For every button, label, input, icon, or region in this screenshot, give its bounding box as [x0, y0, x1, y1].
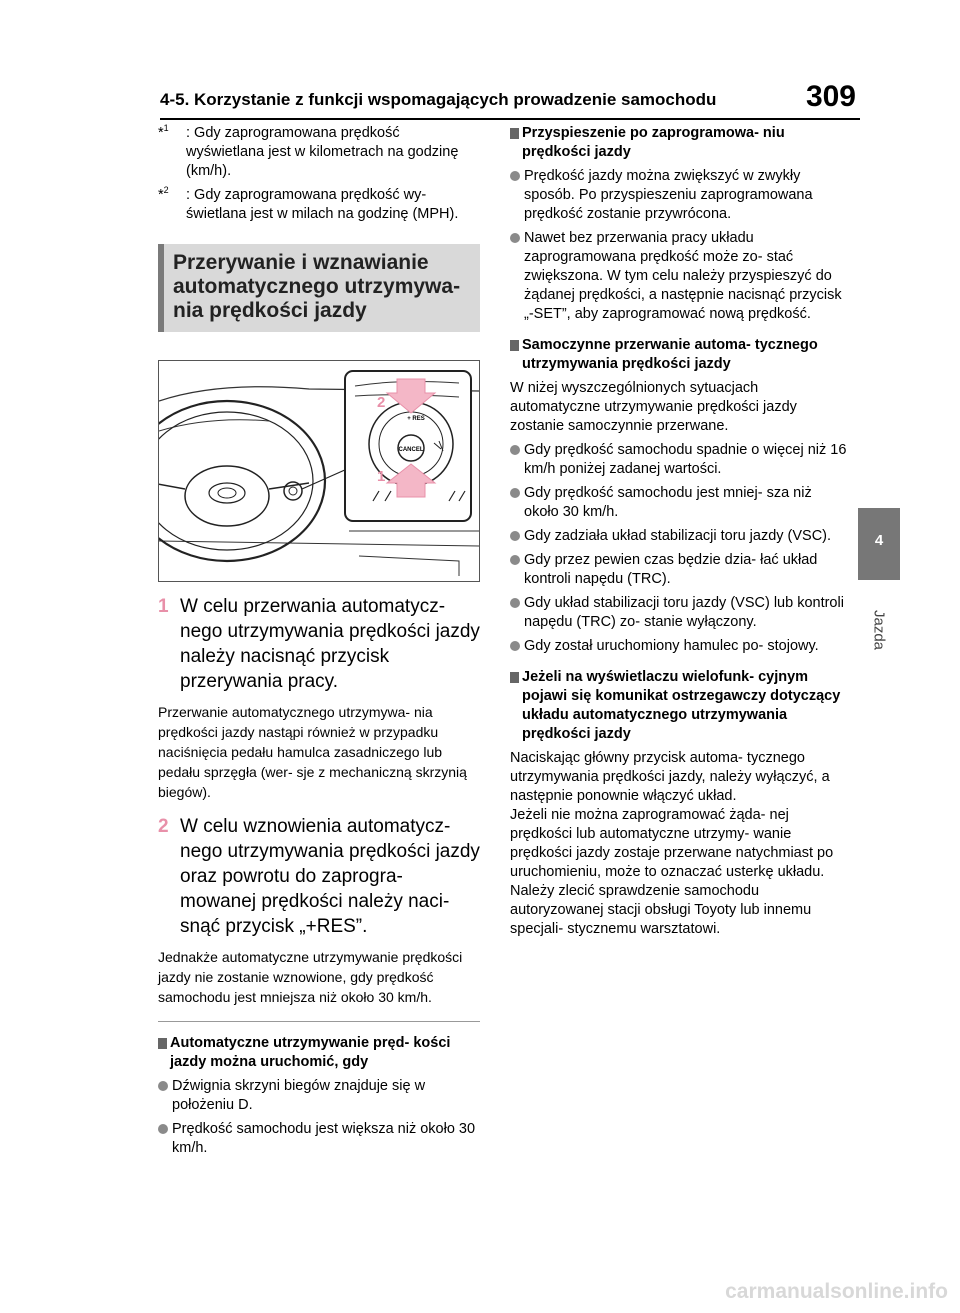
footnote-mark: *1 [158, 123, 169, 141]
section-divider [158, 1021, 480, 1022]
step: 2 W celu wznowienia automatycz- nego utr… [158, 814, 480, 939]
subheading: Samoczynne przerwanie automa- tycznego u… [510, 336, 850, 374]
section-title: Przerywanie i wznawianie automatycznego … [173, 251, 461, 322]
paragraph: Naciskając główny przycisk automa- tyczn… [510, 750, 830, 804]
steering-wheel-drawing: CANCEL + RES 2 1 [159, 370, 479, 576]
right-column: Przyspieszenie po zaprogramowa- niu pręd… [510, 124, 850, 939]
square-bullet-icon [510, 340, 519, 351]
footnote-mark: *2 [158, 185, 169, 203]
page-header: 4-5. Korzystanie z funkcji wspomagającyc… [160, 80, 860, 124]
cancel-button-label: CANCEL [399, 447, 424, 453]
header-rule [160, 118, 860, 120]
left-column: *1 : Gdy zaprogramowana prędkość wyświet… [158, 124, 480, 1158]
step-number: 2 [158, 816, 169, 837]
square-bullet-icon [510, 672, 519, 683]
circle-bullet-icon [510, 445, 520, 455]
footnote-text: : Gdy zaprogramowana prędkość wyświetlan… [186, 125, 459, 179]
arrow-up-icon [385, 463, 437, 498]
chapter-tab[interactable]: 4 [858, 508, 900, 580]
square-bullet-icon [158, 1038, 167, 1049]
callout-1: 1 [377, 468, 385, 485]
callout-2: 2 [377, 394, 385, 411]
footnote: *1 : Gdy zaprogramowana prędkość wyświet… [158, 124, 480, 181]
subheading: Przyspieszenie po zaprogramowa- niu pręd… [510, 124, 850, 162]
step-number: 1 [158, 596, 169, 617]
step-note: Jednakże automatyczne utrzymywanie prędk… [158, 949, 463, 1005]
subheading: Automatyczne utrzymywanie pręd- kości ja… [158, 1034, 480, 1072]
circle-bullet-icon [510, 555, 520, 565]
section-heading-box: Przerywanie i wznawianie automatycznego … [158, 244, 480, 332]
chapter-title: 4-5. Korzystanie z funkcji wspomagającyc… [160, 90, 717, 109]
circle-bullet-icon [158, 1081, 168, 1091]
watermark[interactable]: carmanualsonline.info [725, 1280, 948, 1303]
circle-bullet-icon [510, 641, 520, 651]
circle-bullet-icon [510, 531, 520, 541]
list-item: Prędkość jazdy można zwiększyć w zwykły … [510, 167, 850, 224]
list-item: Gdy prędkość samochodu spadnie o więcej … [510, 441, 850, 479]
step: 1 W celu przerwania automatycz- nego utr… [158, 594, 480, 694]
list-item: Dźwignia skrzyni biegów znajduje się w p… [158, 1077, 480, 1115]
circle-bullet-icon [510, 171, 520, 181]
footnote: *2 : Gdy zaprogramowana prędkość wy- świ… [158, 186, 480, 224]
paragraph: Jeżeli nie można zaprogramować żąda- nej… [510, 807, 834, 937]
list-item: Nawet bez przerwania pracy układu zaprog… [510, 229, 850, 324]
circle-bullet-icon [510, 598, 520, 608]
list-item: Gdy zadziała układ stabilizacji toru jaz… [510, 527, 850, 546]
list-item: Gdy układ stabilizacji toru jazdy (VSC) … [510, 594, 850, 632]
chapter-tab-label-wrap: Jazda [862, 600, 896, 660]
paragraph: W niżej wyszczególnionych sytuacjach aut… [510, 380, 797, 434]
chapter-tab-label: Jazda [870, 609, 888, 651]
res-button-label: + RES [407, 416, 425, 422]
step-text: W celu przerwania automatycz- nego utrzy… [180, 596, 480, 692]
footnote-text: : Gdy zaprogramowana prędkość wy- świetl… [186, 187, 459, 222]
page-number: 309 [805, 80, 856, 113]
circle-bullet-icon [510, 233, 520, 243]
step-text: W celu wznowienia automatycz- nego utrzy… [180, 816, 480, 937]
square-bullet-icon [510, 128, 519, 139]
arrow-down-icon [385, 378, 437, 414]
list-item: Gdy przez pewien czas będzie dzia- łać u… [510, 551, 850, 589]
step-note: Przerwanie automatycznego utrzymywa- nia… [158, 704, 467, 800]
list-item: Gdy prędkość samochodu jest mniej- sza n… [510, 484, 850, 522]
list-item: Gdy został uruchomiony hamulec po- stojo… [510, 637, 850, 656]
subheading: Jeżeli na wyświetlaczu wielofunk- cyjnym… [510, 668, 850, 744]
list-item: Prędkość samochodu jest większa niż okoł… [158, 1120, 480, 1158]
circle-bullet-icon [158, 1124, 168, 1134]
circle-bullet-icon [510, 488, 520, 498]
steering-wheel-illustration: CANCEL + RES 2 1 [158, 360, 480, 582]
